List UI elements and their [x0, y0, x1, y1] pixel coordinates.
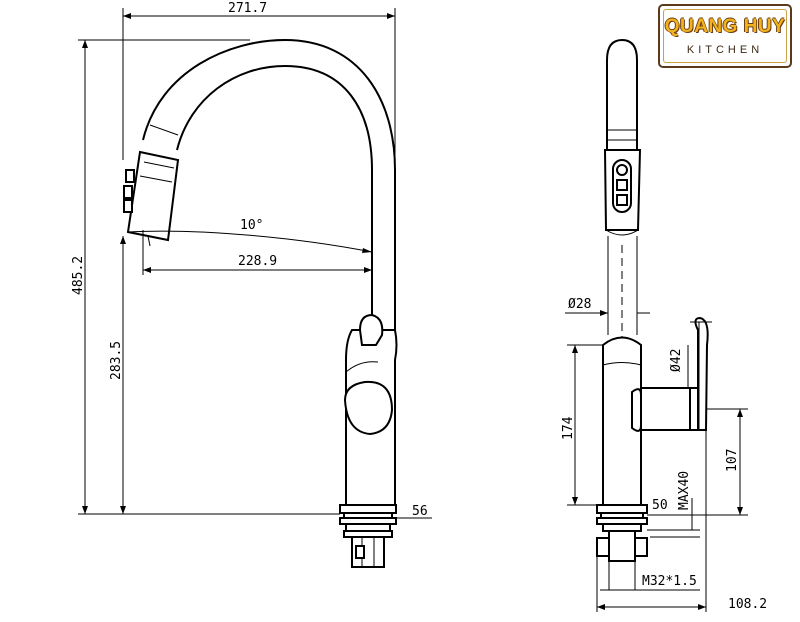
- dim-max-counter: MAX40: [677, 471, 692, 510]
- dim-spout-reach: 228.9: [238, 254, 277, 269]
- dim-base-thickness: 56: [412, 504, 428, 519]
- front-view: 271.7 485.2 283.5 10° 228.9: [71, 1, 432, 568]
- dim-handle-height: 107: [725, 449, 740, 472]
- dim-overall-height: 485.2: [71, 256, 86, 295]
- dim-handle-diameter: Ø42: [669, 349, 684, 372]
- dim-thread: M32*1.5: [642, 574, 697, 589]
- dim-hose-diameter: Ø28: [568, 297, 591, 312]
- dim-overall-width: 271.7: [228, 1, 267, 16]
- dim-spray-angle: 10°: [240, 218, 263, 233]
- dim-body-height: 174: [561, 416, 576, 440]
- logo-subtitle: KITCHEN: [686, 44, 764, 56]
- dim-side-depth: 108.2: [728, 597, 767, 612]
- dim-spout-height: 283.5: [109, 341, 124, 380]
- logo-title: QUANG HUY: [664, 16, 786, 37]
- brand-logo: QUANG HUY KITCHEN: [658, 4, 792, 68]
- dim-base-height: 50: [652, 498, 668, 513]
- side-view: Ø28 Ø42 174 107 50: [561, 38, 767, 612]
- logo-frame: [663, 9, 787, 63]
